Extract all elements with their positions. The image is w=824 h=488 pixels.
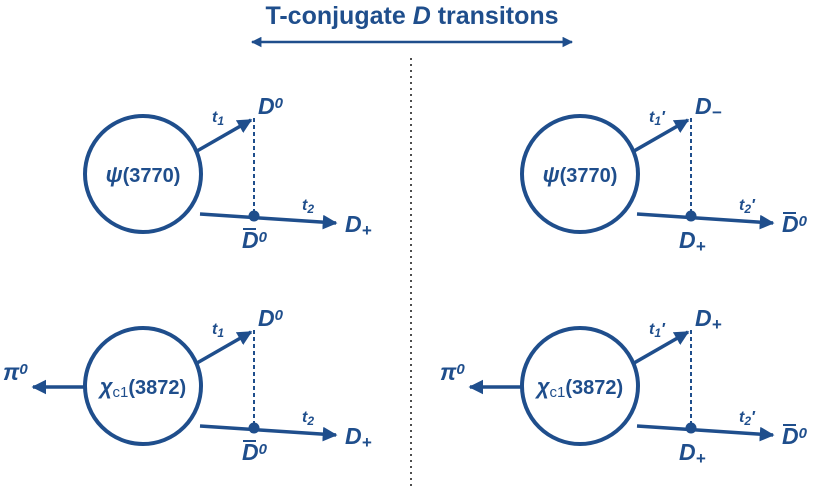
upper-time-label: t1	[212, 109, 224, 128]
upper-decay-arrow	[196, 118, 253, 153]
lower-time-label: t2	[302, 409, 314, 428]
node-meson-label: D0	[242, 227, 268, 253]
lower-decay-arrow	[636, 212, 775, 230]
transition-panel: ψ(3770) t1′ t2′ D− D0D+	[520, 93, 808, 256]
decay-node	[685, 210, 697, 222]
upper-decay-arrow	[633, 330, 690, 365]
resonance-label: ψ(3770)	[543, 162, 618, 187]
decay-node	[248, 210, 260, 222]
node-meson-label: D0	[242, 439, 268, 465]
upper-meson-label: D+	[695, 305, 722, 334]
lower-time-label: t2	[302, 197, 314, 216]
pion-label: π0	[3, 359, 28, 385]
lower-meson-label: D+	[345, 423, 372, 452]
resonance-circle	[520, 114, 640, 234]
resonance-circle	[520, 326, 640, 446]
pion-label: π0	[440, 359, 465, 385]
resonance-circle	[83, 114, 203, 234]
decay-node	[248, 422, 260, 434]
resonance-label: χc1(3872)	[98, 374, 186, 401]
node-meson-label: D+	[679, 227, 706, 256]
upper-decay-arrow	[633, 118, 690, 153]
upper-decay-arrow	[196, 330, 253, 365]
lower-time-label: t2′	[739, 197, 756, 216]
upper-meson-label: D0	[258, 93, 284, 119]
diagram-title: T-conjugate D transitons	[265, 2, 558, 30]
resonance-circle	[83, 326, 203, 446]
lower-time-label: t2′	[739, 409, 756, 428]
resonance-label: ψ(3770)	[106, 162, 181, 187]
lower-meson-label: D+	[345, 211, 372, 240]
upper-meson-label: D0	[258, 305, 284, 331]
resonance-label: χc1(3872)	[535, 374, 623, 401]
upper-time-label: t1	[212, 321, 224, 340]
lower-meson-label: D0	[782, 423, 808, 449]
node-meson-label: D+	[679, 439, 706, 468]
lower-decay-arrow	[199, 212, 338, 230]
upper-meson-label: D−	[695, 93, 722, 122]
decay-node	[685, 422, 697, 434]
lower-decay-arrow	[636, 424, 775, 442]
lower-meson-label: D0	[782, 211, 808, 237]
upper-time-label: t1′	[649, 321, 666, 340]
lower-decay-arrow	[199, 424, 338, 442]
upper-time-label: t1′	[649, 109, 666, 128]
